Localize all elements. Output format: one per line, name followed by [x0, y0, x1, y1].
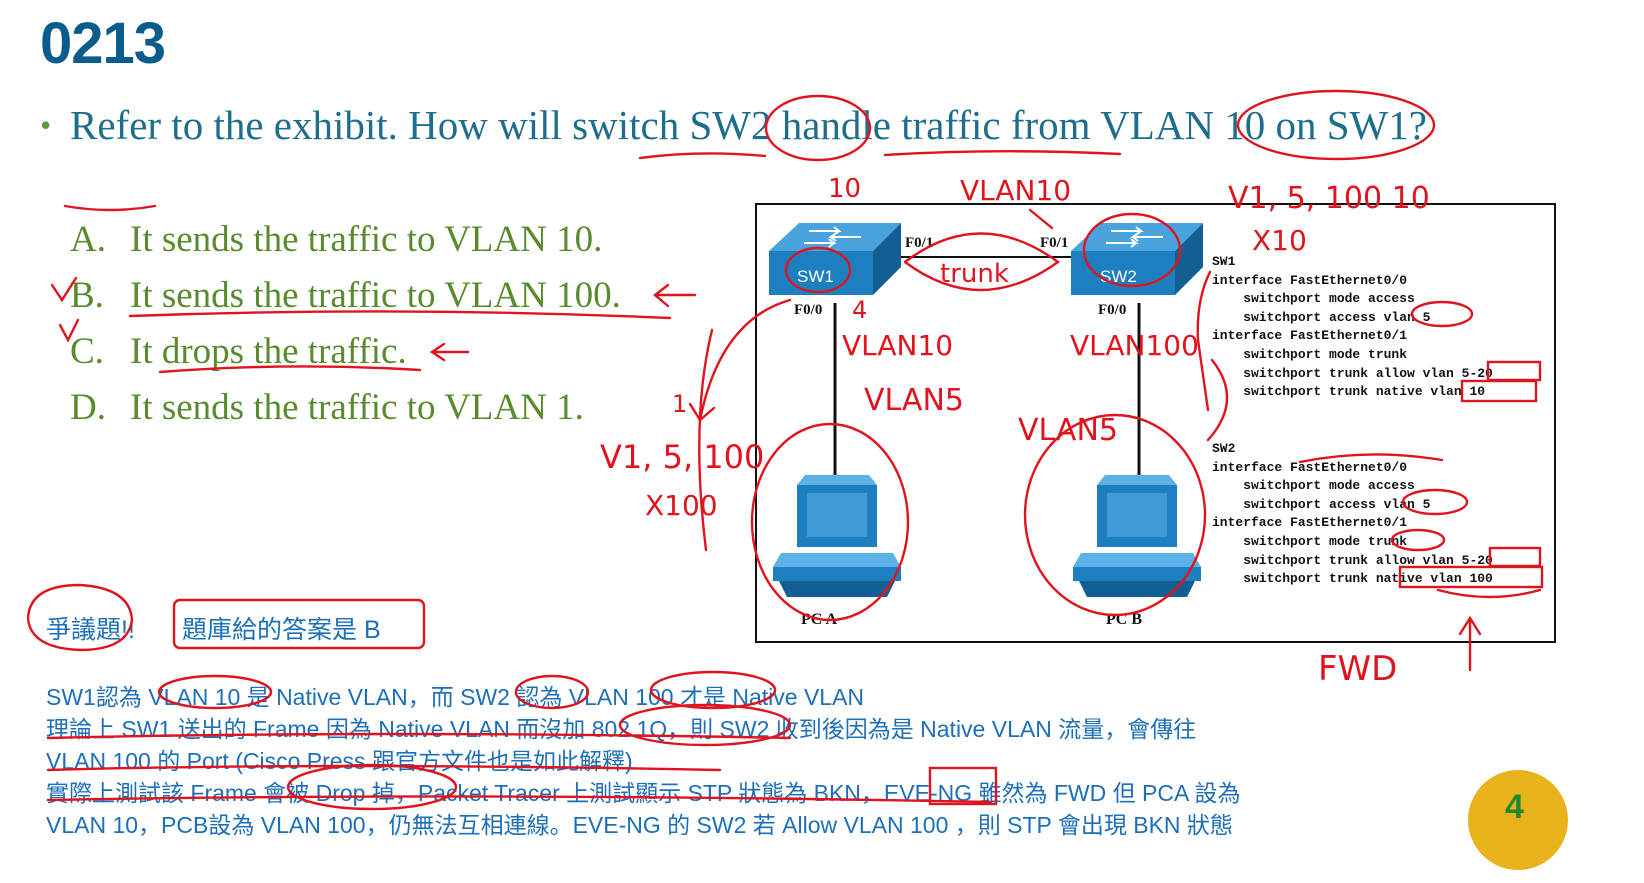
- explanation-line-1: SW1認為 VLAN 10 是 Native VLAN，而 SW2 認為 VLA…: [46, 684, 865, 710]
- explanation-line-5: VLAN 10，PCB設為 VLAN 100，仍無法互相連線。EVE-NG 的 …: [46, 812, 1233, 838]
- question-text: Refer to the exhibit. How will switch SW…: [70, 102, 1427, 148]
- sw1-trunk-port: F0/1: [905, 235, 934, 251]
- explanation-line-3: VLAN 100 的 Port (Cisco Press 跟官方文件也是如此解釋…: [46, 748, 633, 774]
- bank-answer-label: 題庫給的答案是 B: [182, 616, 381, 644]
- option-letter: D.: [70, 387, 106, 428]
- pc-a-icon: [773, 475, 901, 597]
- option-b: B. It sends the traffic to VLAN 100.: [70, 274, 621, 317]
- hw-x100: X100: [645, 489, 718, 522]
- curve-left: [698, 328, 714, 552]
- sw2-access-port: F0/0: [1098, 302, 1127, 318]
- pc-b-icon: [1073, 475, 1201, 597]
- option-text: It sends the traffic to VLAN 10.: [130, 219, 603, 260]
- pc-b-label: PC B: [1106, 611, 1142, 628]
- bullet: •: [40, 107, 52, 143]
- option-c: C. It drops the traffic.: [70, 330, 407, 373]
- sw1-switch-icon: [769, 223, 901, 295]
- explanation-line-2: 理論上 SW1 送出的 Frame 因為 Native VLAN 而沒加 802…: [46, 716, 1197, 742]
- option-letter: A.: [70, 219, 106, 260]
- page-number: 4: [1505, 788, 1524, 826]
- pc-a-label: PC A: [801, 611, 837, 628]
- option-letter: B.: [70, 275, 104, 316]
- sw2-config: SW2 interface FastEthernet0/0 switchport…: [1212, 441, 1493, 587]
- hw-10: 10: [828, 174, 861, 204]
- option-d: D. It sends the traffic to VLAN 1.: [70, 386, 584, 429]
- sw2-switch-icon: [1071, 223, 1203, 295]
- option-text: It sends the traffic to VLAN 1.: [130, 387, 584, 428]
- option-letter: C.: [70, 331, 104, 372]
- hw-1: 1: [672, 390, 687, 418]
- hw-fwd: FWD: [1318, 649, 1397, 689]
- page-badge-logo: [1468, 770, 1568, 870]
- option-a: A. It sends the traffic to VLAN 10.: [70, 218, 602, 261]
- option-text: It drops the traffic.: [130, 331, 407, 372]
- sw1-access-port: F0/0: [794, 302, 823, 318]
- dispute-label: 爭議題!!: [46, 616, 135, 644]
- exhibit-diagram: SW1 SW2 F0/1 F0/1 F0/0 F0/0 PC A PC B SW…: [755, 203, 1556, 643]
- arrow-b: [653, 283, 697, 308]
- sw2-label: SW2: [1100, 267, 1137, 286]
- hw-v1-5-100-left: V1, 5, 100: [600, 438, 764, 476]
- sw1-config: SW1 interface FastEthernet0/0 switchport…: [1212, 254, 1493, 400]
- page-title: 0213: [40, 11, 166, 76]
- sw2-trunk-port: F0/1: [1040, 235, 1069, 251]
- sw1-label: SW1: [797, 267, 834, 286]
- arrow-c: [429, 342, 470, 362]
- option-text: It sends the traffic to VLAN 100.: [130, 275, 621, 316]
- explanation-line-4: 實際上測試該 Frame 會被 Drop 掉，Packet Tracer 上測試…: [46, 780, 1241, 806]
- underline-switch: [638, 152, 767, 160]
- underline-sw1: [63, 204, 157, 212]
